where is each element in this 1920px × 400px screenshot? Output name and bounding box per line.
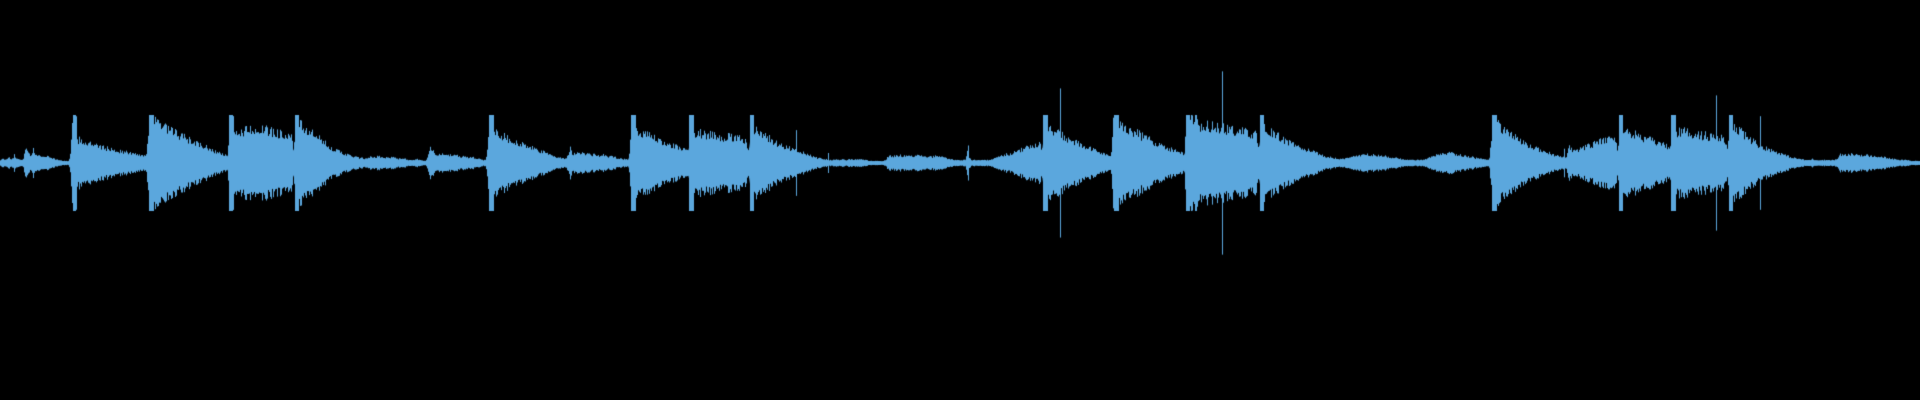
- waveform-canvas[interactable]: [0, 0, 1920, 400]
- waveform-viewer[interactable]: [0, 0, 1920, 400]
